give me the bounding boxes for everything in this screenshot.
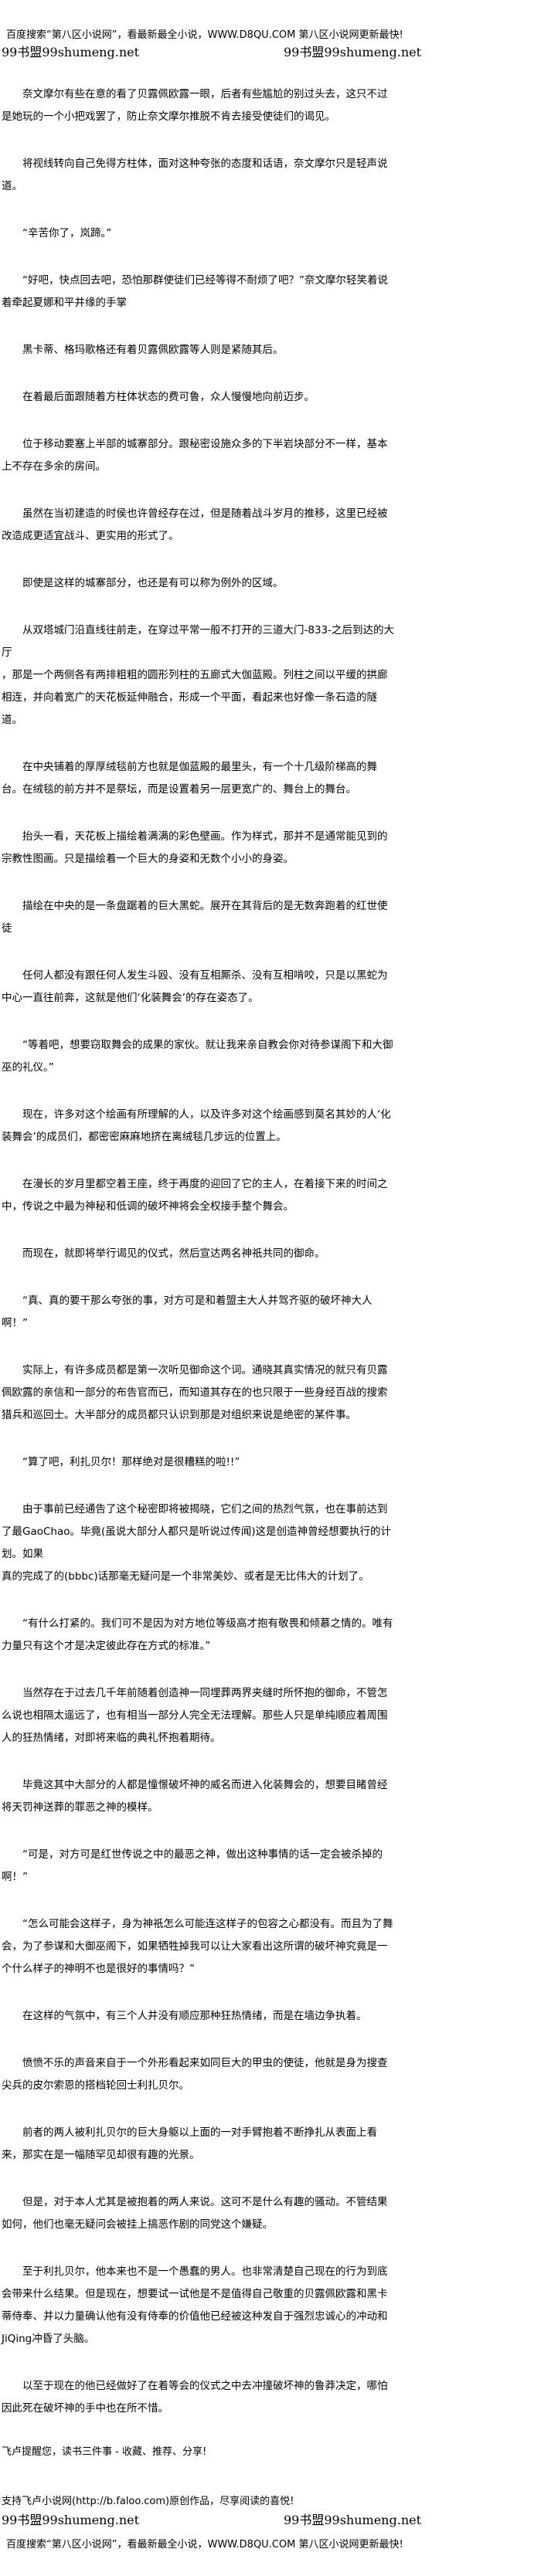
footer-support-text: 支持飞卢小说网(http://b.faloo.com)原创作品，尽享阅读的喜悦! [2,2496,294,2507]
footer-watermark-row: 99书盟99shumeng.net 99书盟99shumeng.net [2,2511,421,2530]
paragraph: 前者的两人被利扎贝尔的巨大身躯以上面的一对手臂抱着不断挣扎从表面上看来，那实在是… [2,2126,377,2161]
paragraph: “有什么打紧的。我们可不是因为对方地位等级高才抱有敬畏和倾慕之情的。唯有力量只有… [2,1617,393,1652]
paragraph: 在中央铺着的厚厚绒毯前方也就是伽蓝殿的最里头，有一个十几级阶梯高的舞台。在绒毯的… [2,761,377,796]
paragraph: 从双塔城门沿直线往前走，在穿过平常一般不打开的三道大门-833-之后到达的大厅 … [2,624,395,726]
watermark-right: 99书盟99shumeng.net [284,45,422,59]
paragraph: 任何人都没有跟任何人发生斗殴、没有互相厮杀、没有互相啃咬，只是以黑蛇为中心一直往… [2,969,388,1004]
chapter-body: 奈文摩尔有些在意的看了贝露佩欧露一眼，后者有些尴尬的别过头去，这只不过是她玩的一… [2,83,394,2420]
paragraph: “怎么可能会这样子，身为神祇怎么可能连这样子的包容之心都没有。而且为了舞会，为了… [2,1918,393,1975]
watermark-left: 99书盟99shumeng.net [2,2513,140,2527]
paragraph: “好吧，快点回去吧，恐怕那群使徒们已经等得不耐烦了吧？”奈文摩尔轻笑着说着牵起夏… [2,274,388,309]
paragraph: “算了吧，利扎贝尔！那样绝对是很糟糕的啦!!” [22,1456,240,1468]
paragraph: 愤愤不乐的声音来自于一个外形看起来如同巨大的甲虫的使徒，他就是身为搜查尖兵的皮尔… [2,2057,388,2092]
paragraph: 至于利扎贝尔，他本来也不是一个愚蠢的男人。也非常清楚自己现在的行为到底会带来什么… [2,2265,388,2345]
paragraph: 毕竟这其中大部分的人都是憧憬破坏神的威名而进入化装舞会的，想要目睹曾经将天罚神送… [2,1779,388,1814]
paragraph: “辛苦你了，岚蹄。” [22,227,112,239]
watermark-left: 99书盟99shumeng.net [2,45,140,59]
paragraph: 现在，许多对这个绘画有所理解的人，以及许多对这个绘画感到莫名其妙的人‘化装舞会’… [2,1108,391,1143]
header-watermark-row: 99书盟99shumeng.net 99书盟99shumeng.net [2,43,421,62]
footer-ad-text: 百度搜索“第八区小说网”，看最新最全小说，WWW.D8QU.COM 第八区小说网… [6,2539,403,2551]
paragraph: 抬头一看，天花板上描绘着满满的彩色壁画。作为样式，那并不是通常能见到的宗教性图画… [2,830,388,865]
paragraph: 以至于现在的他已经做好了在着等会的仪式之中去冲撞破坏神的鲁莽决定，哪怕因此死在破… [2,2380,388,2415]
paragraph: 黑卡蒂、格玛歌格还有着贝露佩欧露等人则是紧随其后。 [22,344,284,356]
paragraph: “可是，对方可是红世传说之中的最恶之神，做出这种事情的话一定会被杀掉的啊！” [2,1848,383,1883]
paragraph: 由于事前已经通告了这个秘密即将被揭晓，它们之间的热烈气氛，也在事前达到了最Gao… [2,1503,392,1583]
footer-reminder: 飞卢提醒您，读书三件事 - 收藏、推荐、分享! [2,2446,207,2458]
paragraph: 描绘在中央的是一条盘踞着的巨大黑蛇。展开在其背后的是无数奔跑着的红世使徒 [2,900,388,935]
paragraph: 位于移动要塞上半部的城寨部分。跟秘密设施众多的下半岩块部分不一样，基本上不存在多… [2,438,388,473]
paragraph: 在这样的气氛中，有三个人并没有顺应那种狂热情绪，而是在墙边争执着。 [22,2010,367,2022]
watermark-right: 99书盟99shumeng.net [284,2513,422,2527]
paragraph: 虽然在当初建造的时侯也许曾经存在过，但是随着战斗岁月的推移，这里已经被改造成更适… [2,507,388,542]
paragraph: 奈文摩尔有些在意的看了贝露佩欧露一眼，后者有些尴尬的别过头去，这只不过是她玩的一… [2,88,388,123]
paragraph: “等着吧，想要窃取舞会的成果的家伙。就让我来亲自教会你对待参谋阁下和大御巫的礼仪… [2,1039,393,1074]
paragraph: 将视线转向自己免得方柱体，面对这种夸张的态度和话语，奈文摩尔只是轻声说道。 [2,158,388,192]
paragraph: 而现在，就即将举行谒见的仪式，然后宣达两名神祇共同的御命。 [22,1247,325,1260]
paragraph: 但是，对于本人尤其是被抱着的两人来说。这可不是什么有趣的骚动。不管结果如何，他们… [2,2196,388,2231]
paragraph: 在着最后面跟随着方柱体状态的费可鲁，众人慢慢地向前迈步。 [22,391,315,403]
paragraph: 在漫长的岁月里都空着王座，终于再度的迎回了它的主人，在着接下来的时间之中，传说之… [2,1178,388,1213]
header-ad-text: 百度搜索“第八区小说网”，看最新最全小说，WWW.D8QU.COM 第八区小说网… [6,29,403,41]
paragraph: 实际上，有许多成员都是第一次听见御命这个词。通晓其真实情况的就只有贝露佩欧露的亲… [2,1364,388,1421]
paragraph: “真、真的要干那么夸张的事，对方可是和着盟主大人并驾齐驱的破坏神大人啊！” [2,1295,373,1329]
paragraph: 即使是这样的城寨部分，也还是有可以称为例外的区域。 [22,577,284,589]
paragraph: 当然存在于过去几千年前随着创造神一同埋葬两界夹缝时所怀抱的御命，不管怎么说也相隔… [2,1687,388,1744]
